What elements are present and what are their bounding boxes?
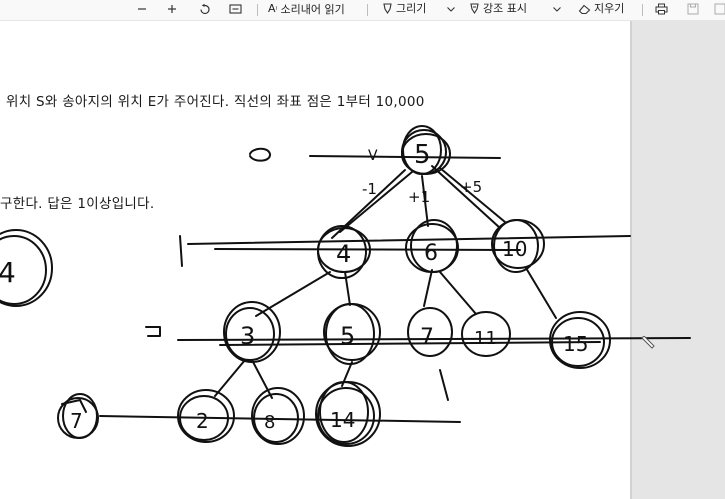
tree-edge (339, 171, 413, 233)
node-label: 10 (502, 237, 527, 261)
draw-button[interactable]: 그리기 (382, 0, 426, 20)
tree-edge (255, 271, 331, 317)
tree-edge (251, 359, 273, 399)
rotate-button[interactable] (198, 0, 211, 20)
toolbar-divider (642, 4, 643, 16)
node-label: 15 (563, 332, 588, 356)
level-mark (249, 147, 271, 162)
read-aloud-icon: A⁾ (268, 2, 278, 15)
tree-node (493, 219, 539, 273)
save-as-icon (714, 3, 725, 15)
chevron-down-icon (553, 7, 561, 12)
zoom-out-button[interactable] (136, 0, 148, 20)
fit-page-button[interactable] (229, 0, 242, 20)
read-aloud-button[interactable]: A⁾소리내어 읽기 (268, 0, 345, 20)
eraser-icon (578, 4, 591, 15)
chevron-down-icon (447, 7, 455, 12)
erase-label: 지우기 (594, 2, 625, 15)
tree-node (62, 393, 98, 439)
tree-node (319, 381, 369, 443)
edge-label: -1 (362, 180, 377, 198)
tree-node (325, 303, 375, 365)
tree-edge (421, 175, 429, 227)
plus-icon (168, 5, 176, 13)
tree-node (461, 311, 511, 357)
erase-button[interactable]: 지우기 (578, 0, 624, 20)
tree-edge (431, 165, 501, 229)
node-label: 2 (196, 409, 209, 433)
tree-node (317, 225, 367, 279)
viewer-gutter (630, 21, 725, 499)
level-mark (61, 399, 87, 413)
tree-node (223, 301, 281, 363)
pen-icon (383, 3, 392, 15)
tree-edge (214, 359, 246, 397)
tree-node (0, 235, 47, 305)
tree-node (177, 389, 235, 443)
save-as-button[interactable] (714, 0, 725, 20)
node-label: 3 (240, 322, 255, 350)
node-label: 6 (424, 241, 438, 266)
tree-node (253, 393, 299, 443)
level-line (309, 155, 501, 159)
tree-node (317, 387, 375, 445)
tree-node (179, 395, 229, 441)
read-aloud-label: 소리내어 읽기 (280, 2, 345, 16)
tree-node (225, 307, 275, 361)
rotate-icon (200, 3, 210, 14)
node-label: V (368, 148, 378, 164)
level-line (187, 235, 631, 245)
level-mark (179, 235, 183, 267)
tree-edge (439, 271, 477, 315)
fit-page-icon (229, 4, 242, 14)
document-text-line: 구한다. 답은 1이상입니다. (0, 196, 155, 212)
node-label: 11 (474, 328, 497, 349)
level-line (214, 248, 521, 251)
tree-node (549, 311, 611, 369)
save-button[interactable] (687, 0, 699, 20)
node-label: 8 (264, 412, 275, 433)
document-text-line: 위치 S와 송아지의 위치 E가 주어진다. 직선의 좌표 점은 1부터 10,… (6, 94, 425, 110)
node-label: 5 (414, 140, 431, 170)
tree-node (0, 229, 53, 307)
tree-node (551, 317, 605, 367)
draw-options-dropdown[interactable] (446, 0, 456, 20)
node-label: 4 (0, 256, 16, 289)
printer-icon (655, 3, 668, 15)
node-label: 4 (336, 240, 351, 268)
tree-edge (525, 267, 557, 319)
tree-node (407, 307, 453, 357)
highlighter-icon (470, 3, 479, 15)
tree-node (410, 219, 458, 273)
toolbar-divider (367, 4, 368, 16)
tree-node (251, 387, 305, 445)
tree-edge (423, 269, 433, 307)
node-label: 14 (330, 408, 355, 432)
node-label: 7 (70, 409, 83, 433)
tree-edge (439, 167, 506, 223)
node-label: 7 (420, 325, 434, 350)
page-edge-shadow (630, 21, 632, 499)
print-button[interactable] (655, 0, 668, 20)
highlight-options-dropdown[interactable] (552, 0, 562, 20)
pen-cursor-icon (641, 336, 655, 349)
node-label: 5 (340, 322, 355, 350)
level-mark (145, 326, 161, 337)
edge-label: +5 (460, 178, 482, 196)
edge-label: +1 (408, 188, 430, 206)
toolbar-divider (257, 4, 258, 16)
level-line (99, 415, 461, 423)
tree-node (402, 125, 442, 175)
highlight-button[interactable]: 강조 표시 (469, 0, 527, 20)
draw-label: 그리기 (396, 2, 427, 15)
tree-edge (439, 369, 449, 401)
reader-toolbar: A⁾소리내어 읽기 그리기 강조 표시 지우기 (0, 0, 725, 21)
zoom-in-button[interactable] (166, 0, 178, 20)
minus-icon (138, 8, 146, 10)
highlight-label: 강조 표시 (483, 2, 527, 15)
save-icon (687, 3, 699, 15)
